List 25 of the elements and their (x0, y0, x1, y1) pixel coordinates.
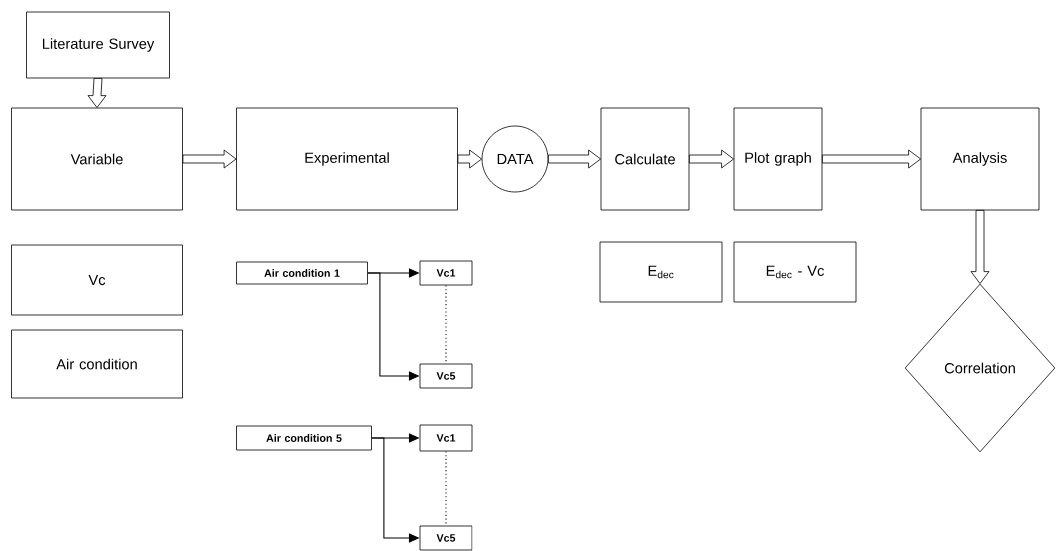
hollow-arrow (457, 149, 482, 169)
hollow-arrow (970, 210, 990, 284)
process-box: Analysis (920, 107, 1040, 211)
process-box: Variable (11, 107, 183, 211)
process-box: Calculate (600, 107, 690, 211)
speed-box: Vc1 (419, 260, 473, 286)
hollow-arrow (689, 149, 734, 169)
process-box: Literature Survey (26, 11, 170, 79)
variable-box: Vc (11, 244, 183, 316)
speed-box: Vc1 (419, 424, 473, 452)
formula-box: E$_{dec}$ (599, 241, 723, 303)
hollow-arrow (548, 149, 601, 169)
process-box: Experimental (236, 107, 458, 211)
hollow-arrow (87, 78, 107, 108)
variable-box: Air condition (11, 329, 183, 399)
hollow-arrow (822, 149, 921, 169)
process-box: Plot graph (733, 107, 823, 211)
condition-box: Air condition 1 (236, 261, 368, 285)
condition-box: Air condition 5 (236, 425, 372, 451)
dotted-line (445, 284, 447, 365)
hollow-arrow (182, 149, 237, 169)
dotted-line (445, 450, 447, 527)
formula-box: E$_{dec}$ - Vc (733, 241, 857, 303)
speed-box: Vc5 (419, 363, 473, 389)
speed-box: Vc5 (419, 525, 473, 551)
